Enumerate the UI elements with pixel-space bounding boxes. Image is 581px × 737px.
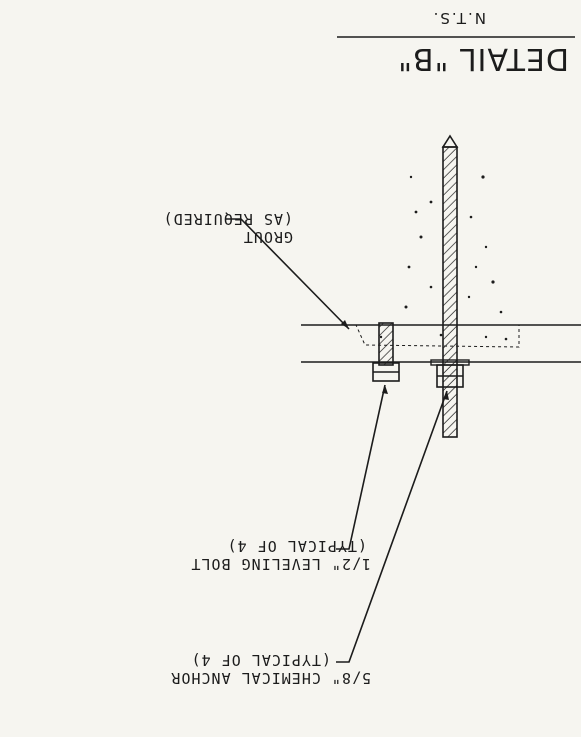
chemical-anchor-rod bbox=[442, 146, 458, 438]
chemical-anchor-note: (TYPICAL OF 4) bbox=[191, 651, 331, 669]
leveling-bolt-label: 1/2" LEVELING BOLT bbox=[190, 555, 371, 573]
concrete-speckle bbox=[379, 175, 508, 341]
leveling-bolt bbox=[378, 322, 394, 366]
leveling-bolt-leader bbox=[336, 384, 386, 550]
chemical-anchor-arrowhead bbox=[443, 391, 449, 400]
grout-layer bbox=[355, 324, 520, 348]
chemical-anchor-leader bbox=[336, 390, 448, 663]
scale-note: N.T.S. bbox=[432, 9, 486, 27]
chemical-anchor-label: 5/8" CHEMICAL ANCHOR bbox=[170, 669, 371, 687]
grout-label: GROUT bbox=[243, 228, 293, 246]
leveling-bolt-arrowhead bbox=[382, 385, 388, 394]
detail-title: DETAIL "B" bbox=[397, 41, 569, 76]
grout-leader bbox=[226, 218, 350, 330]
anchor-rod-tip bbox=[441, 134, 459, 148]
anchor-washer bbox=[430, 359, 470, 366]
leveling-bolt-note: (TYPICAL OF 4) bbox=[227, 537, 367, 555]
